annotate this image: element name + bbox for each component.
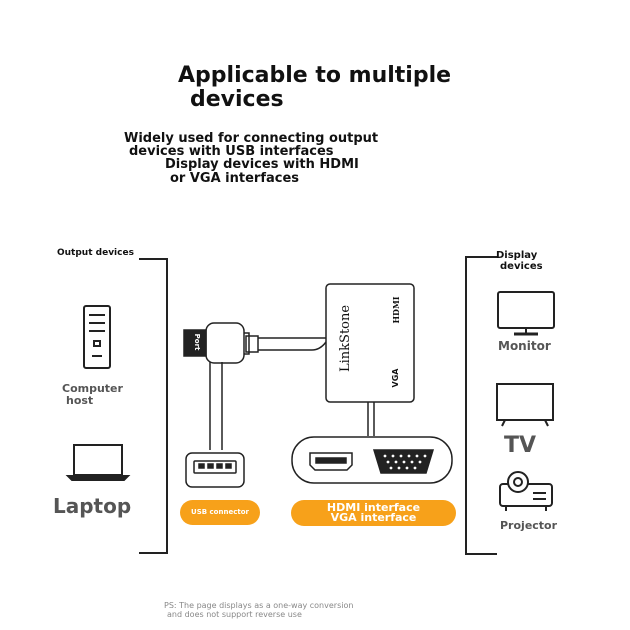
usb-a-port	[185, 452, 245, 488]
hdmi-port-icon	[309, 452, 353, 471]
monitor-icon	[497, 291, 555, 336]
subtitle-line-1: Widely used for connecting output	[124, 131, 379, 146]
subtitle-line-3: Display devices with HDMI	[165, 157, 359, 172]
hdmi-vga-pill: HDMI interface VGA interface	[291, 500, 456, 526]
title-line-2: devices	[190, 87, 284, 112]
display-devices-heading-1: Display	[496, 250, 538, 261]
footnote-line-1: PS: The page displays as a one-way conve…	[164, 601, 354, 610]
laptop-label: Laptop	[53, 494, 132, 518]
projector-icon	[499, 471, 553, 511]
display-devices-bracket	[465, 256, 497, 555]
monitor-label: Monitor	[498, 339, 551, 353]
computer-label-line-1: Computer	[62, 382, 123, 395]
adapter-hdmi-label: HDMI	[391, 296, 401, 324]
page-title: Applicable to multiple devices	[178, 64, 451, 112]
projector-label: Projector	[500, 519, 558, 532]
subtitle-line-2: devices with USB interfaces	[129, 144, 334, 159]
hdmi-interface-label: HDMI interface	[326, 501, 421, 514]
vga-interface-label: VGA interface	[330, 511, 417, 524]
adapter-cable	[242, 332, 327, 355]
computer-label-line-2: host	[66, 394, 94, 407]
subtitle-line-4: or VGA interfaces	[170, 171, 300, 186]
hdmi-vga-port-block	[291, 436, 453, 484]
adapter-vga-label: VGA	[391, 368, 400, 388]
usb-cable	[209, 362, 223, 450]
output-devices-bracket	[139, 258, 168, 554]
laptop-icon	[65, 444, 131, 481]
vga-port-icon	[372, 449, 435, 474]
adapter-brand-label: LinkStone	[338, 304, 353, 372]
plug-port-label: Port	[193, 333, 201, 351]
usb-connector-pill: USB connector	[180, 500, 260, 525]
port-cable	[367, 402, 375, 436]
computer-tower-icon	[83, 305, 111, 369]
display-devices-heading-2: devices	[500, 261, 543, 272]
tv-icon	[496, 383, 554, 427]
tv-label: TV	[504, 433, 537, 458]
output-devices-heading: Output devices	[57, 248, 134, 258]
usb-connector-label: USB connector	[191, 508, 249, 516]
title-line-1: Applicable to multiple	[178, 63, 452, 88]
footnote-line-2: and does not support reverse use	[167, 610, 302, 619]
